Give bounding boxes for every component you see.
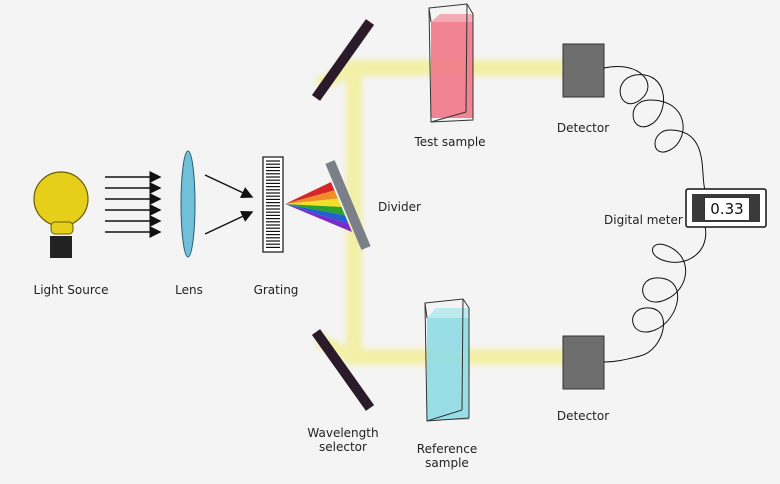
top-cable [603,66,706,191]
wavelength-selector-mirror [311,329,375,411]
incident-rays [105,171,162,238]
top-detector [562,43,605,98]
test-sample-label: Test sample [414,135,486,149]
detector-bottom-label: Detector [556,409,610,423]
reference-sample-cuvette [424,298,470,422]
lens-shape [180,150,196,258]
divider-plate [325,160,371,250]
spectrum-band [285,204,349,224]
spectrum-band [285,182,335,204]
bottom-cable [603,225,707,363]
light-source-label: Light Source [33,283,109,297]
spectrum-band [285,204,345,216]
spectrum-band [285,190,338,204]
digital-meter-label: Digital meter [604,213,683,227]
bottom-detector [562,335,605,390]
diffraction-grating [262,156,284,253]
reference-sample-label-line2: sample [425,456,469,470]
reference-sample-label-line1: Reference [416,442,478,456]
lens-label: Lens [175,283,203,297]
spectrum-band [285,204,352,232]
top-mirror [311,19,375,101]
wavelength-selector-label-line1: Wavelength [307,426,379,440]
test-sample-cuvette [428,3,474,123]
converging-rays [204,174,254,235]
spectrum-band [285,198,342,207]
light-source-bulb [33,171,89,258]
detector-top-label: Detector [556,121,610,135]
wavelength-selector-label: Wavelength selector [307,426,378,454]
reference-sample-label: Reference sample [417,442,477,470]
divider-label: Divider [378,200,421,214]
digital-meter-readout: 0.33 [704,197,750,221]
grating-label: Grating [253,283,299,297]
spectrum-fan [285,182,352,232]
wavelength-selector-label-line2: selector [319,440,367,454]
